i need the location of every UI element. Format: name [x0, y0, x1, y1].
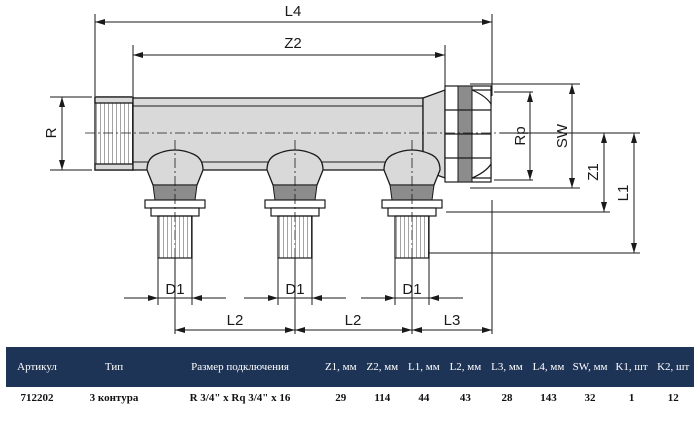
table-row: 712202 3 контура R 3/4" x Rq 3/4" x 16 2…	[6, 387, 694, 409]
cell-k2: 12	[667, 392, 679, 404]
dimension-z1: Z1	[585, 133, 607, 212]
manifold-drawing: L4 Z2 R Rp SW Z1 L1 D	[43, 3, 640, 334]
dimension-z2: Z2	[133, 35, 445, 58]
column-header-type: Тип	[68, 347, 160, 387]
dimension-d1-1: D1	[124, 281, 226, 301]
cell-z2: 114	[374, 392, 391, 404]
cell-article: 712202	[20, 392, 54, 404]
column-header-l2: L2, мм	[444, 347, 487, 387]
label-l1: L1	[615, 185, 632, 202]
dimension-l3: L3	[412, 312, 492, 333]
dimension-r: R	[43, 97, 65, 170]
column-header-l1: L1, мм	[403, 347, 445, 387]
outlet-3	[381, 140, 443, 262]
cell-l4: 143	[540, 392, 557, 404]
column-header-l4: L4, мм	[527, 347, 570, 387]
column-header-z1: Z1, мм	[320, 347, 362, 387]
label-d1-3: D1	[402, 281, 421, 298]
cell-l1: 44	[418, 392, 430, 404]
table-header-row: Артикул Тип Размер подключения Z1, мм Z2…	[6, 347, 694, 387]
column-header-connection-size: Размер подключения	[160, 347, 320, 387]
specs-table: Артикул Тип Размер подключения Z1, мм Z2…	[6, 347, 694, 409]
outlets	[144, 140, 443, 262]
cell-k1: 1	[628, 392, 635, 404]
column-header-k2: K2, шт	[652, 347, 694, 387]
dimension-rp: Rp	[512, 92, 533, 180]
label-d1-1: D1	[165, 281, 184, 298]
column-header-sw: SW, мм	[569, 347, 611, 387]
dimension-l4: L4	[95, 3, 492, 25]
dimension-l2-2: L2	[295, 312, 412, 333]
cell-z1: 29	[335, 392, 347, 404]
cell-l3: 28	[501, 392, 513, 404]
label-l2-2: L2	[345, 312, 362, 329]
label-l4: L4	[285, 3, 302, 20]
outlet-2	[264, 140, 326, 262]
label-r: R	[43, 127, 60, 138]
dimension-l1: L1	[615, 133, 637, 253]
label-l2-1: L2	[227, 312, 244, 329]
outlet-1	[144, 140, 206, 262]
column-header-article: Артикул	[6, 347, 68, 387]
dimension-sw: SW	[554, 84, 575, 188]
label-z2: Z2	[284, 35, 302, 52]
cell-type: 3 контура	[89, 392, 139, 404]
dimension-l2-1: L2	[175, 312, 295, 333]
column-header-z2: Z2, мм	[361, 347, 404, 387]
label-d1-2: D1	[285, 281, 304, 298]
extension-lines	[50, 14, 640, 334]
cell-l2: 43	[459, 392, 471, 404]
label-sw: SW	[554, 123, 571, 148]
label-l3: L3	[444, 312, 461, 329]
label-z1: Z1	[585, 163, 602, 181]
column-header-k1: K1, шт	[610, 347, 653, 387]
label-rp: Rp	[512, 126, 529, 145]
column-header-l3: L3, мм	[486, 347, 528, 387]
cell-connection-size: R 3/4" x Rq 3/4" x 16	[189, 392, 291, 404]
dimension-d1-3: D1	[361, 281, 463, 301]
cell-sw: 32	[584, 392, 596, 404]
dimension-d1-2: D1	[244, 281, 346, 301]
